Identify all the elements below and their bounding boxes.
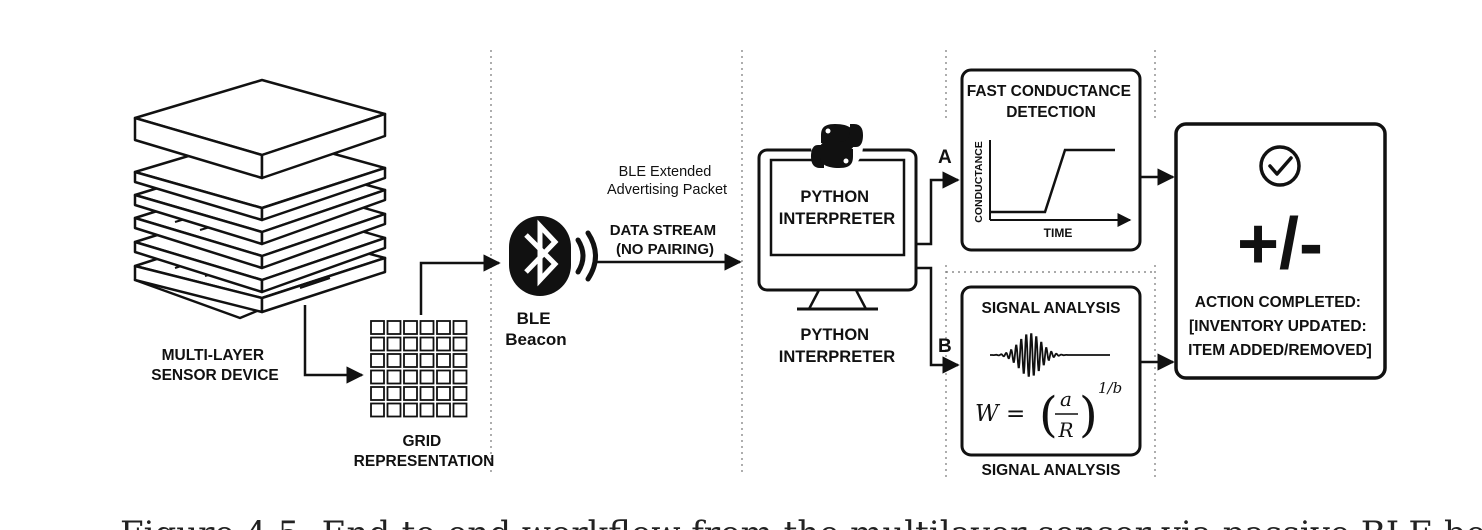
grid-cell bbox=[370, 402, 385, 418]
branch-a-marker: A bbox=[938, 147, 952, 168]
result-panel bbox=[1174, 122, 1387, 380]
grid-cell bbox=[370, 336, 385, 352]
device-to-grid-arrow bbox=[303, 305, 364, 384]
grid-cell bbox=[370, 386, 385, 401]
grid-cell bbox=[436, 369, 451, 385]
grid-cell bbox=[419, 369, 435, 385]
grid-to-beacon-arrow bbox=[419, 254, 501, 315]
grid-cell bbox=[452, 369, 468, 385]
device-label: MULTI-LAYER SENSOR DEVICE bbox=[151, 347, 278, 384]
svg-text:): ) bbox=[1079, 387, 1098, 443]
grid-cell bbox=[386, 336, 402, 352]
grid-cell bbox=[436, 353, 451, 368]
grid-label: GRID REPRESENTATION bbox=[354, 433, 495, 470]
stage-separators bbox=[490, 50, 1156, 480]
grid-cell bbox=[419, 353, 435, 368]
branch-b-marker: B bbox=[938, 336, 952, 357]
grid-cell bbox=[386, 320, 402, 335]
conductance-axes bbox=[989, 140, 1132, 227]
beacon-label: BLE Beacon bbox=[505, 309, 566, 349]
result-symbol: +/- bbox=[1237, 204, 1323, 284]
grid-representation-icon bbox=[370, 320, 468, 418]
signal-analysis-title: SIGNAL ANALYSIS bbox=[982, 300, 1121, 317]
svg-text:a: a bbox=[1060, 387, 1072, 411]
monitor-label: PYTHON INTERPRETER bbox=[779, 326, 896, 366]
grid-cell bbox=[370, 353, 385, 368]
conductance-x-axis-label: TIME bbox=[1044, 226, 1073, 240]
grid-cell bbox=[452, 386, 468, 401]
grid-cell bbox=[403, 320, 418, 335]
monitor-icon bbox=[757, 148, 918, 311]
svg-text:W =: W = bbox=[975, 401, 1025, 427]
grid-cell bbox=[419, 402, 435, 418]
grid-cell bbox=[386, 369, 402, 385]
grid-cell bbox=[436, 386, 451, 401]
figure-caption: Figure 4.5: End-to-end workflow from the… bbox=[120, 514, 1482, 530]
grid-cell bbox=[452, 353, 468, 368]
svg-text:1/b: 1/b bbox=[1098, 379, 1122, 397]
grid-cell bbox=[403, 336, 418, 352]
grid-cell bbox=[386, 386, 402, 401]
grid-cell bbox=[403, 353, 418, 368]
grid-cell bbox=[452, 402, 468, 418]
branch-a-arrow bbox=[916, 171, 960, 246]
grid-cell bbox=[436, 336, 451, 352]
grid-cell bbox=[403, 369, 418, 385]
conductance-panel bbox=[960, 68, 1142, 252]
grid-cell bbox=[436, 402, 451, 418]
grid-cell bbox=[386, 402, 402, 418]
checkmark-icon bbox=[1259, 145, 1301, 187]
packet-label: BLE Extended Advertising Packet bbox=[607, 164, 727, 198]
grid-cell bbox=[419, 320, 435, 335]
grid-cell bbox=[419, 336, 435, 352]
svg-text:R: R bbox=[1057, 418, 1073, 442]
grid-cell bbox=[419, 386, 435, 401]
conductance-step-line bbox=[990, 148, 1115, 214]
bluetooth-icon bbox=[509, 216, 571, 296]
result-text: ACTION COMPLETED: [INVENTORY UPDATED: IT… bbox=[1188, 294, 1372, 359]
stream-label: DATA STREAM (NO PAIRING) bbox=[610, 222, 721, 258]
waveform-icon bbox=[990, 333, 1110, 377]
signal-waves-icon bbox=[575, 230, 598, 282]
grid-cell bbox=[386, 353, 402, 368]
branch-b-arrow bbox=[916, 266, 960, 374]
signal-analysis-footer: SIGNAL ANALYSIS bbox=[982, 462, 1121, 479]
python-logo-icon bbox=[811, 120, 863, 172]
grid-cell bbox=[403, 386, 418, 401]
grid-cell bbox=[452, 336, 468, 352]
grid-cell bbox=[370, 369, 385, 385]
grid-cell bbox=[370, 320, 385, 335]
signal-analysis-panel bbox=[960, 285, 1142, 457]
formula: W = ( a R ) 1/b bbox=[975, 379, 1122, 443]
conductance-title: FAST CONDUCTANCE DETECTION bbox=[967, 83, 1136, 121]
conductance-y-axis-label: CONDUCTANCE bbox=[973, 141, 985, 222]
grid-cell bbox=[452, 320, 468, 335]
svg-text:(: ( bbox=[1039, 387, 1058, 443]
monitor-screen-label: PYTHON INTERPRETER bbox=[779, 188, 896, 228]
grid-cell bbox=[403, 402, 418, 418]
grid-cell bbox=[436, 320, 451, 335]
multi-layer-sensor-device-icon bbox=[133, 78, 387, 320]
